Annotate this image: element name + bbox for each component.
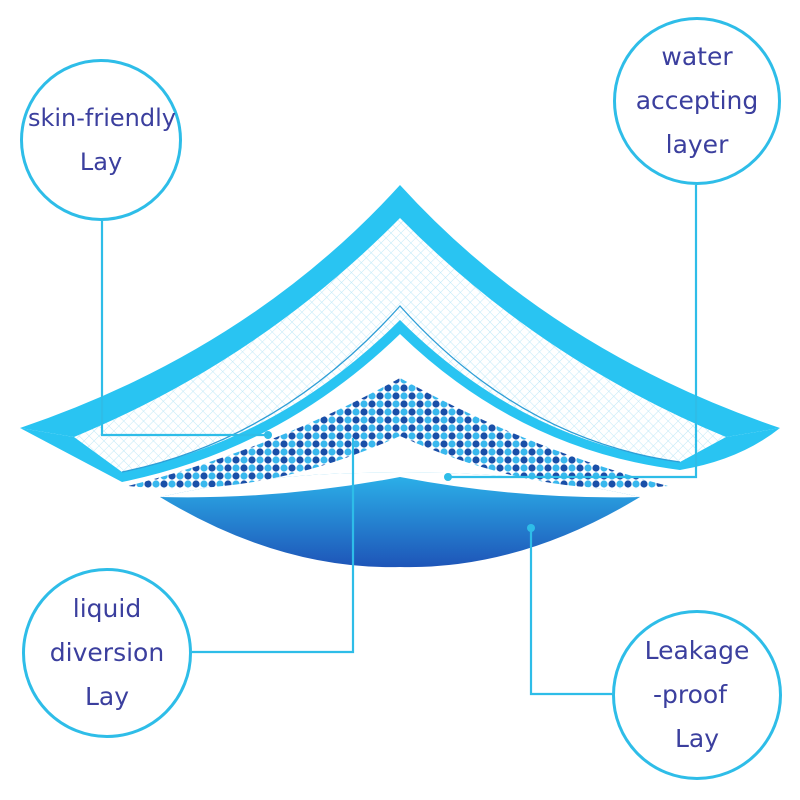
label-line: Lay [79, 148, 123, 176]
label-line: diversion [49, 638, 165, 667]
label-line: water [661, 42, 733, 71]
label-leakage-proof: Leakage -proof Lay [612, 610, 782, 780]
label-skin-friendly: skin-friendly Lay [20, 59, 182, 221]
label-line: skin-friendly [27, 104, 176, 132]
label-line: Lay [84, 682, 130, 711]
label-line: Leakage [644, 636, 750, 665]
connector-leak [529, 528, 612, 696]
label-line: layer [665, 130, 729, 159]
leakage-proof-layer [160, 472, 640, 568]
label-line: Lay [674, 724, 720, 753]
label-water-accepting: water accepting layer [613, 17, 781, 185]
label-line: -proof [652, 680, 727, 709]
liquid-diversion-layer [128, 378, 668, 489]
connector-skin [100, 221, 268, 437]
label-liquid-diversion: liquid diversion Lay [22, 568, 192, 738]
label-line: liquid [72, 594, 142, 623]
label-line: accepting [635, 86, 759, 115]
connector-water [448, 185, 698, 479]
connector-liquid [192, 438, 355, 654]
skin-friendly-layer [74, 218, 726, 472]
